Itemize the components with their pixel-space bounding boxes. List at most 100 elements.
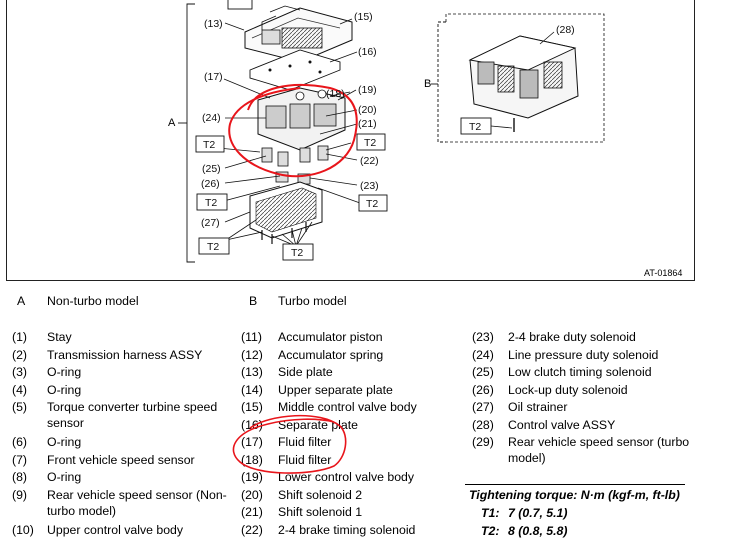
part-description: Low clutch timing solenoid: [508, 365, 652, 379]
part-number: (16): [241, 417, 263, 432]
part-number: (1): [12, 330, 28, 344]
part-description: Line pressure duty solenoid: [508, 347, 659, 362]
callout-26: (26): [201, 178, 220, 190]
part-number: (27): [472, 400, 494, 414]
part-description: sensor: [47, 416, 84, 430]
part-description: Lock-up duty solenoid: [508, 382, 628, 397]
callout-24: (24): [202, 112, 221, 124]
model-a-name: Non-turbo model: [47, 294, 139, 308]
part-description: Torque converter turbine speed: [47, 400, 218, 414]
callout-28: (28): [556, 24, 575, 36]
part-number: (26): [472, 382, 494, 397]
part-number: (15): [241, 400, 263, 414]
highlight-circle: [228, 84, 358, 178]
part-description: Lower control valve body: [278, 470, 415, 484]
control-valve-assy-turbo: [468, 31, 579, 132]
callout-22: (22): [360, 155, 379, 167]
part-description: Upper separate plate: [278, 382, 393, 397]
part-description: O-ring: [47, 365, 82, 379]
callout-27: (27): [201, 217, 220, 229]
part-number: (13): [241, 365, 263, 379]
torque-t2-value: 8 (0.8, 5.8): [508, 524, 568, 538]
part-description: Accumulator spring: [278, 347, 384, 362]
part-number: (10): [12, 522, 34, 537]
part-description: Stay: [47, 330, 72, 344]
part-description: O-ring: [47, 382, 82, 397]
part-number: (7): [12, 452, 28, 467]
part-number: (3): [12, 365, 28, 379]
callout-21: (21): [358, 118, 377, 130]
torque-tag: [198, 237, 230, 255]
part-box-top: [227, 0, 253, 10]
svg-text:T2: T2: [366, 198, 378, 210]
part-number: (14): [241, 382, 263, 397]
section-b-bracket: [437, 21, 446, 143]
part-number: (20): [241, 487, 263, 502]
part-description: Side plate: [278, 365, 333, 379]
diagram-panel: [6, 0, 695, 281]
callout-20: (20): [358, 104, 377, 116]
part-description: 2-4 brake duty solenoid: [508, 330, 636, 344]
middle-valve-body: [244, 5, 353, 63]
part-number: (18): [241, 452, 263, 467]
part-description: Middle control valve body: [278, 400, 417, 414]
svg-text:T2: T2: [364, 137, 376, 149]
section-a-bracket: [186, 3, 195, 263]
torque-tag: [282, 243, 314, 261]
torque-spec-box: Tightening torque: N·m (kgf-m, ft-lb) T1…: [465, 480, 689, 542]
model-b-name: Turbo model: [278, 294, 347, 308]
lower-valve-body: [257, 87, 346, 151]
oil-strainer: [249, 181, 323, 244]
part-description: Front vehicle speed sensor: [47, 452, 195, 467]
part-description: model): [508, 451, 546, 465]
part-number: (25): [472, 365, 494, 379]
part-number: (21): [241, 505, 263, 519]
part-description: turbo model): [47, 503, 117, 518]
part-number: (22): [241, 522, 263, 537]
torque-tag: [356, 133, 386, 151]
callout-16: (16): [358, 46, 377, 58]
part-description: Rear vehicle speed sensor (turbo: [508, 435, 690, 449]
callout-23: (23): [360, 180, 379, 192]
torque-t2-key: T2:: [481, 524, 500, 538]
part-description: Control valve ASSY: [508, 417, 616, 432]
part-description: Shift solenoid 1: [278, 505, 363, 519]
solenoid-cluster: [261, 145, 329, 185]
part-number: (9): [12, 487, 28, 502]
part-number: (6): [12, 435, 28, 449]
torque-t1-key: T1:: [481, 506, 500, 520]
callout-13: (13): [204, 18, 223, 30]
part-description: Oil strainer: [508, 400, 568, 414]
part-description: Separate plate: [278, 417, 358, 432]
torque-tag: [460, 117, 492, 135]
part-number: (8): [12, 470, 28, 484]
svg-text:T2: T2: [469, 121, 481, 133]
part-number: (12): [241, 347, 263, 362]
part-number: (28): [472, 417, 494, 432]
model-a-letter: A: [17, 294, 26, 308]
svg-text:T2: T2: [207, 241, 219, 253]
part-number: (2): [12, 347, 28, 362]
part-number: (5): [12, 400, 28, 414]
section-a-label: A: [168, 117, 176, 129]
torque-title: Tightening torque: N·m (kgf-m, ft-lb): [469, 488, 680, 502]
part-number: (23): [472, 330, 494, 344]
figure-code: AT-01864: [644, 268, 682, 278]
part-number: (4): [12, 382, 28, 397]
callout-19: (19): [358, 84, 377, 96]
torque-tag: [358, 194, 388, 212]
part-description: O-ring: [47, 470, 82, 484]
part-description: Accumulator piston: [278, 330, 383, 344]
part-description: Fluid filter: [278, 435, 332, 449]
part-number: (11): [241, 330, 262, 344]
part-number: (24): [472, 347, 494, 362]
part-description: Shift solenoid 2: [278, 487, 363, 502]
separate-plate: [249, 49, 341, 91]
part-description: Transmission harness ASSY: [47, 347, 203, 362]
part-description: Rear vehicle speed sensor (Non-: [47, 487, 227, 502]
part-description: Fluid filter: [278, 452, 332, 467]
part-number: (29): [472, 435, 494, 449]
torque-rule: [465, 484, 685, 485]
model-b-letter: B: [249, 294, 258, 308]
callout-18: (18): [326, 88, 345, 100]
